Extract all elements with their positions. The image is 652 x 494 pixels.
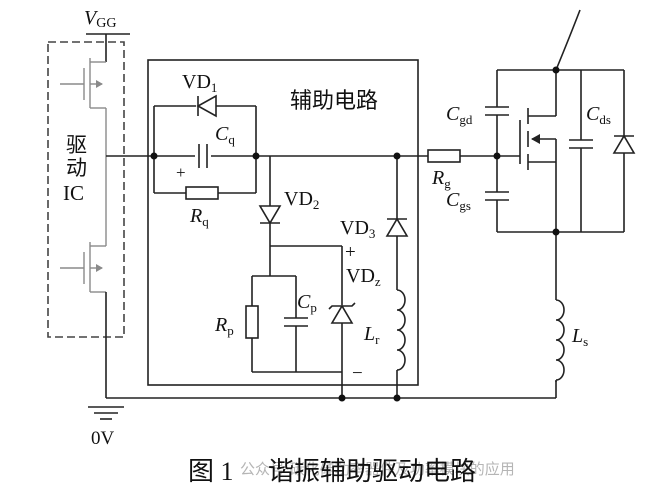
vd1-label: VD1 bbox=[182, 71, 217, 95]
vdz-label: VDz bbox=[346, 265, 381, 289]
inductor-ls: Ls bbox=[555, 299, 588, 382]
driver-ic: VGG 驱 动 IC bbox=[47, 7, 130, 398]
cgs-label: Cgs bbox=[446, 189, 471, 213]
vd2-label: VD2 bbox=[284, 188, 319, 212]
diode-vd3: VD3 bbox=[340, 156, 409, 290]
rq-label: Rq bbox=[189, 205, 209, 229]
vdz-plus-label: + bbox=[345, 242, 356, 263]
rg-label: Rg bbox=[431, 167, 451, 191]
zener-vdz: + VDz − bbox=[328, 242, 381, 398]
cq-label: Cq bbox=[215, 123, 235, 147]
ground-label: 0V bbox=[91, 428, 115, 449]
rp-cp-network: Rp Cp bbox=[214, 275, 342, 373]
lr-label: Lr bbox=[363, 323, 380, 347]
cgd-label: Cgd bbox=[446, 103, 473, 127]
resistor-rq: Rq bbox=[153, 156, 257, 229]
aux-circuit: 辅助电路 VD1 Cq + Rq bbox=[147, 59, 419, 398]
power-mosfet: Cgd Cgs Cds bbox=[446, 9, 636, 300]
diode-vd1: VD1 bbox=[153, 71, 257, 156]
cq-plus-label: + bbox=[176, 163, 186, 182]
aux-circuit-label: 辅助电路 bbox=[290, 88, 378, 113]
driver-ic-label-1: 驱 bbox=[66, 133, 87, 157]
ls-label: Ls bbox=[571, 325, 588, 349]
cds-label: Cds bbox=[586, 103, 611, 127]
aux-circuit-box bbox=[147, 59, 419, 386]
driver-ic-box bbox=[47, 41, 125, 338]
vdz-minus-label: − bbox=[352, 363, 363, 384]
inductor-lr: Lr bbox=[363, 289, 406, 398]
diode-vd2: VD2 bbox=[258, 156, 319, 246]
watermark: 公众号·碳化硅功率器件及功率模块的应用 bbox=[240, 460, 515, 478]
driver-ic-label-2: 动 bbox=[66, 156, 87, 180]
driver-ic-label-3: IC bbox=[63, 181, 84, 205]
resistor-rg: Rg bbox=[427, 149, 461, 191]
driver-lower-mosfet bbox=[60, 156, 107, 398]
vd3-label: VD3 bbox=[340, 217, 375, 241]
driver-upper-mosfet bbox=[60, 58, 107, 156]
capacitor-cq: Cq + bbox=[176, 123, 235, 182]
junction-dots bbox=[150, 66, 560, 402]
vgg-label: VGG bbox=[84, 7, 116, 31]
rp-label: Rp bbox=[214, 314, 234, 338]
ground-symbol: 0V bbox=[88, 406, 124, 449]
figure-number: 图 1 bbox=[188, 457, 234, 486]
cp-label: Cp bbox=[297, 291, 317, 315]
wiring bbox=[106, 155, 557, 399]
figure-title: 谐振辅助驱动电路 bbox=[268, 457, 476, 486]
